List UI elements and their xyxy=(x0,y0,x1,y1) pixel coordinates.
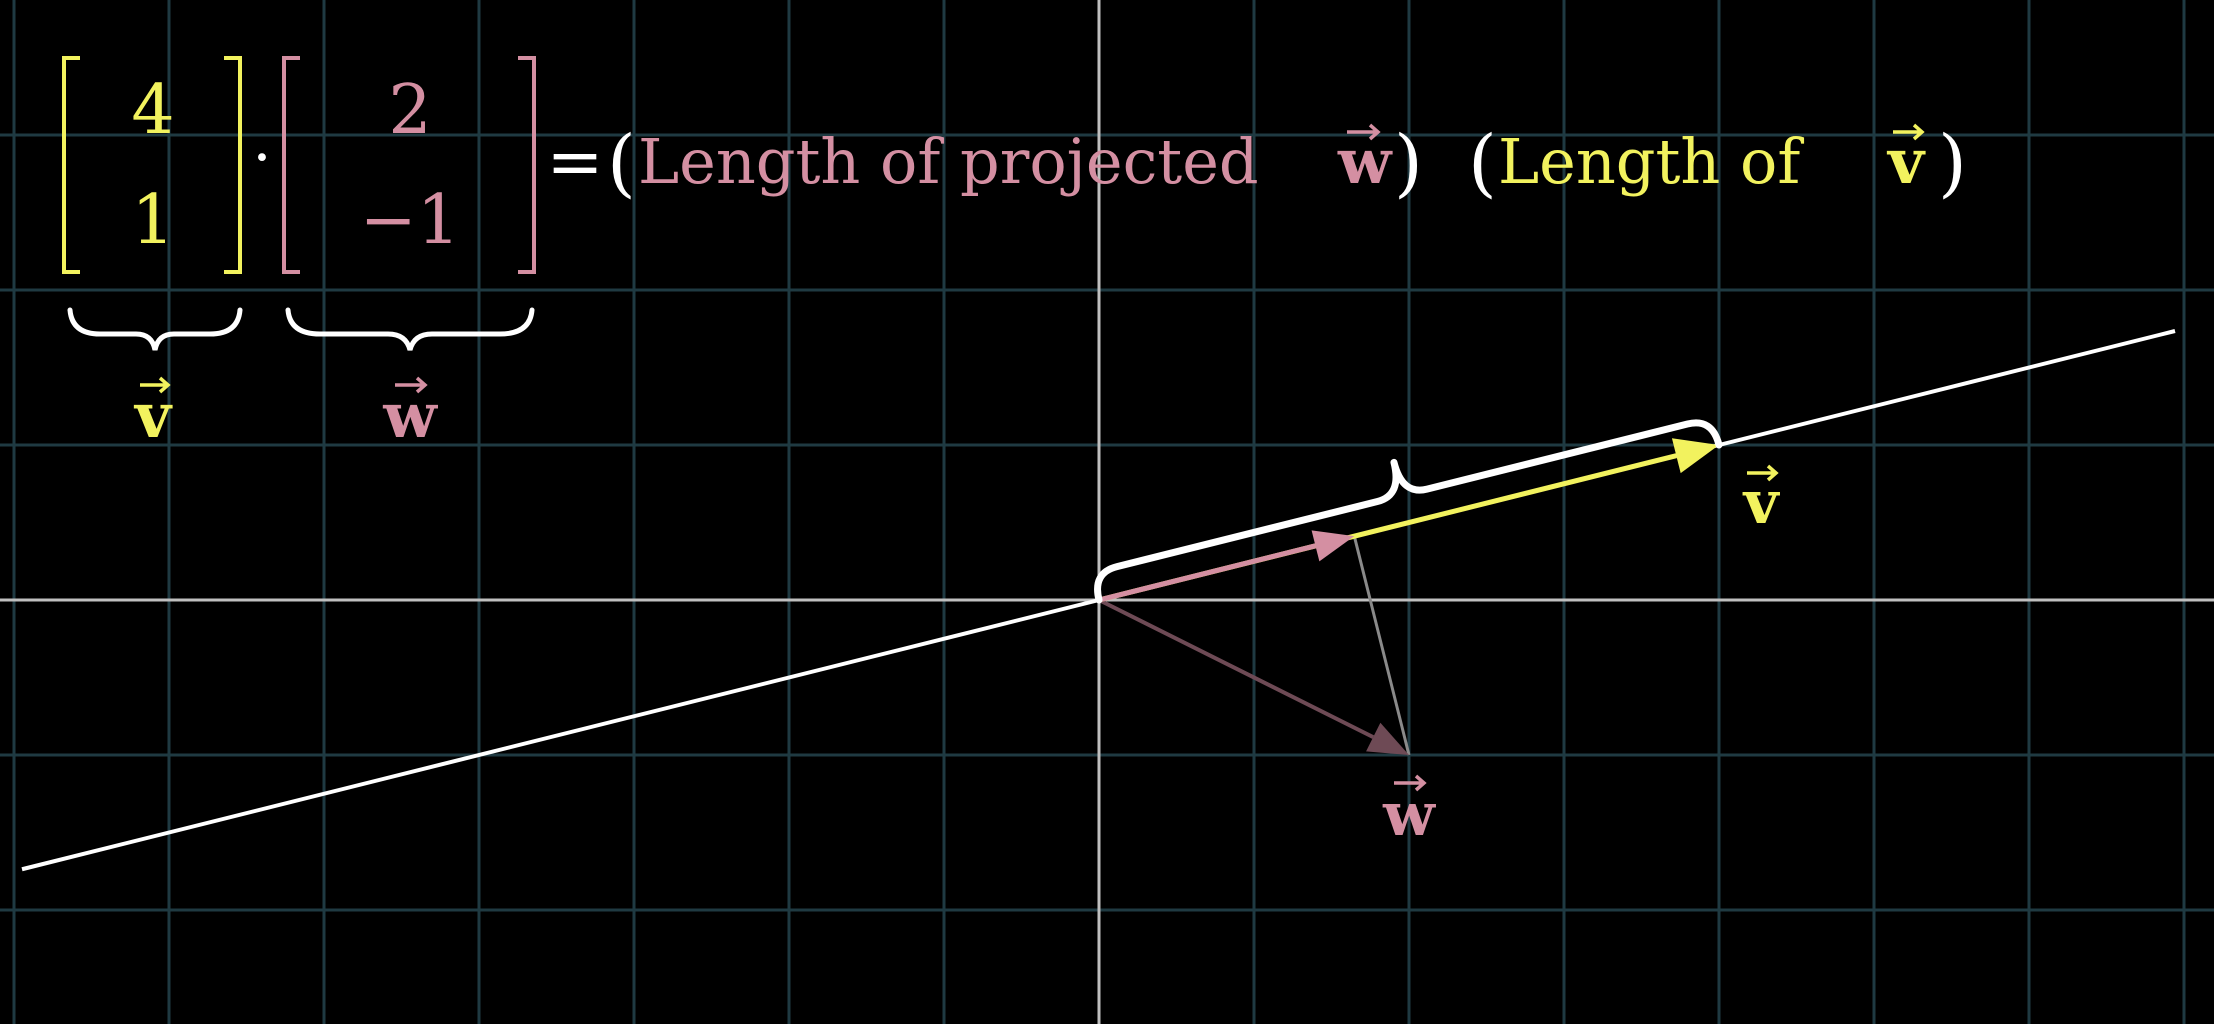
vector-w-shaft xyxy=(1098,598,1375,739)
projected-w xyxy=(1098,530,1355,603)
plot-label-v-text: v xyxy=(1742,468,1781,538)
plot-label-w: w xyxy=(1382,774,1436,850)
vector-arrow-icon xyxy=(395,376,428,394)
matrix-v-bottom: 1 xyxy=(131,181,174,260)
term1-vector: w xyxy=(1337,125,1393,198)
vector-v-arrowhead xyxy=(1671,438,1719,474)
projected-w-shaft xyxy=(1098,543,1317,603)
term1-text: Length of projected xyxy=(638,125,1259,198)
left-bracket-icon xyxy=(282,56,300,274)
matrix-w: 2 −1 xyxy=(282,56,536,274)
length-of-v-brace xyxy=(1094,419,1723,604)
open-paren-term2: ( xyxy=(1468,120,1497,206)
equals-sign: = xyxy=(547,123,604,202)
underbrace-icon xyxy=(285,307,535,351)
vector-w xyxy=(1098,598,1409,755)
term2-text: Length of xyxy=(1498,125,1804,198)
right-bracket-icon xyxy=(224,56,242,274)
projected-w-arrowhead xyxy=(1311,530,1355,562)
matrix-w-bottom: −1 xyxy=(360,181,460,260)
dot-operator: · xyxy=(252,123,271,193)
underbrace-v: v xyxy=(67,307,243,452)
underbrace-w-label: w xyxy=(382,379,438,452)
term2-vector: v xyxy=(1886,125,1926,198)
vector-arrow-icon xyxy=(140,376,171,394)
underbrace-w: w xyxy=(285,307,535,452)
underbrace-v-label: v xyxy=(133,379,173,452)
right-bracket-icon xyxy=(518,56,536,274)
matrix-w-top: 2 xyxy=(388,71,431,150)
matrix-v: 4 1 xyxy=(62,56,242,274)
left-bracket-icon xyxy=(62,56,80,274)
open-paren-term1: ( xyxy=(607,120,636,206)
vector-arrow-icon xyxy=(1347,123,1381,141)
matrix-v-top: 4 xyxy=(131,71,174,150)
projection-drop-line xyxy=(1352,535,1411,756)
underbrace-icon xyxy=(67,307,243,351)
vector-arrow-icon xyxy=(1394,774,1427,792)
vector-arrow-icon xyxy=(1747,464,1779,482)
close-paren-term1: ) xyxy=(1394,120,1423,206)
vector-arrow-icon xyxy=(1893,123,1925,141)
plot-label-w-text: w xyxy=(1382,780,1436,850)
vector-w-arrowhead xyxy=(1366,722,1409,755)
equation: 4 1 · 2 −1 = ( Length of projected w ) (… xyxy=(62,56,1967,274)
plot-label-v: v xyxy=(1742,464,1781,538)
close-paren-term2: ) xyxy=(1938,120,1967,206)
